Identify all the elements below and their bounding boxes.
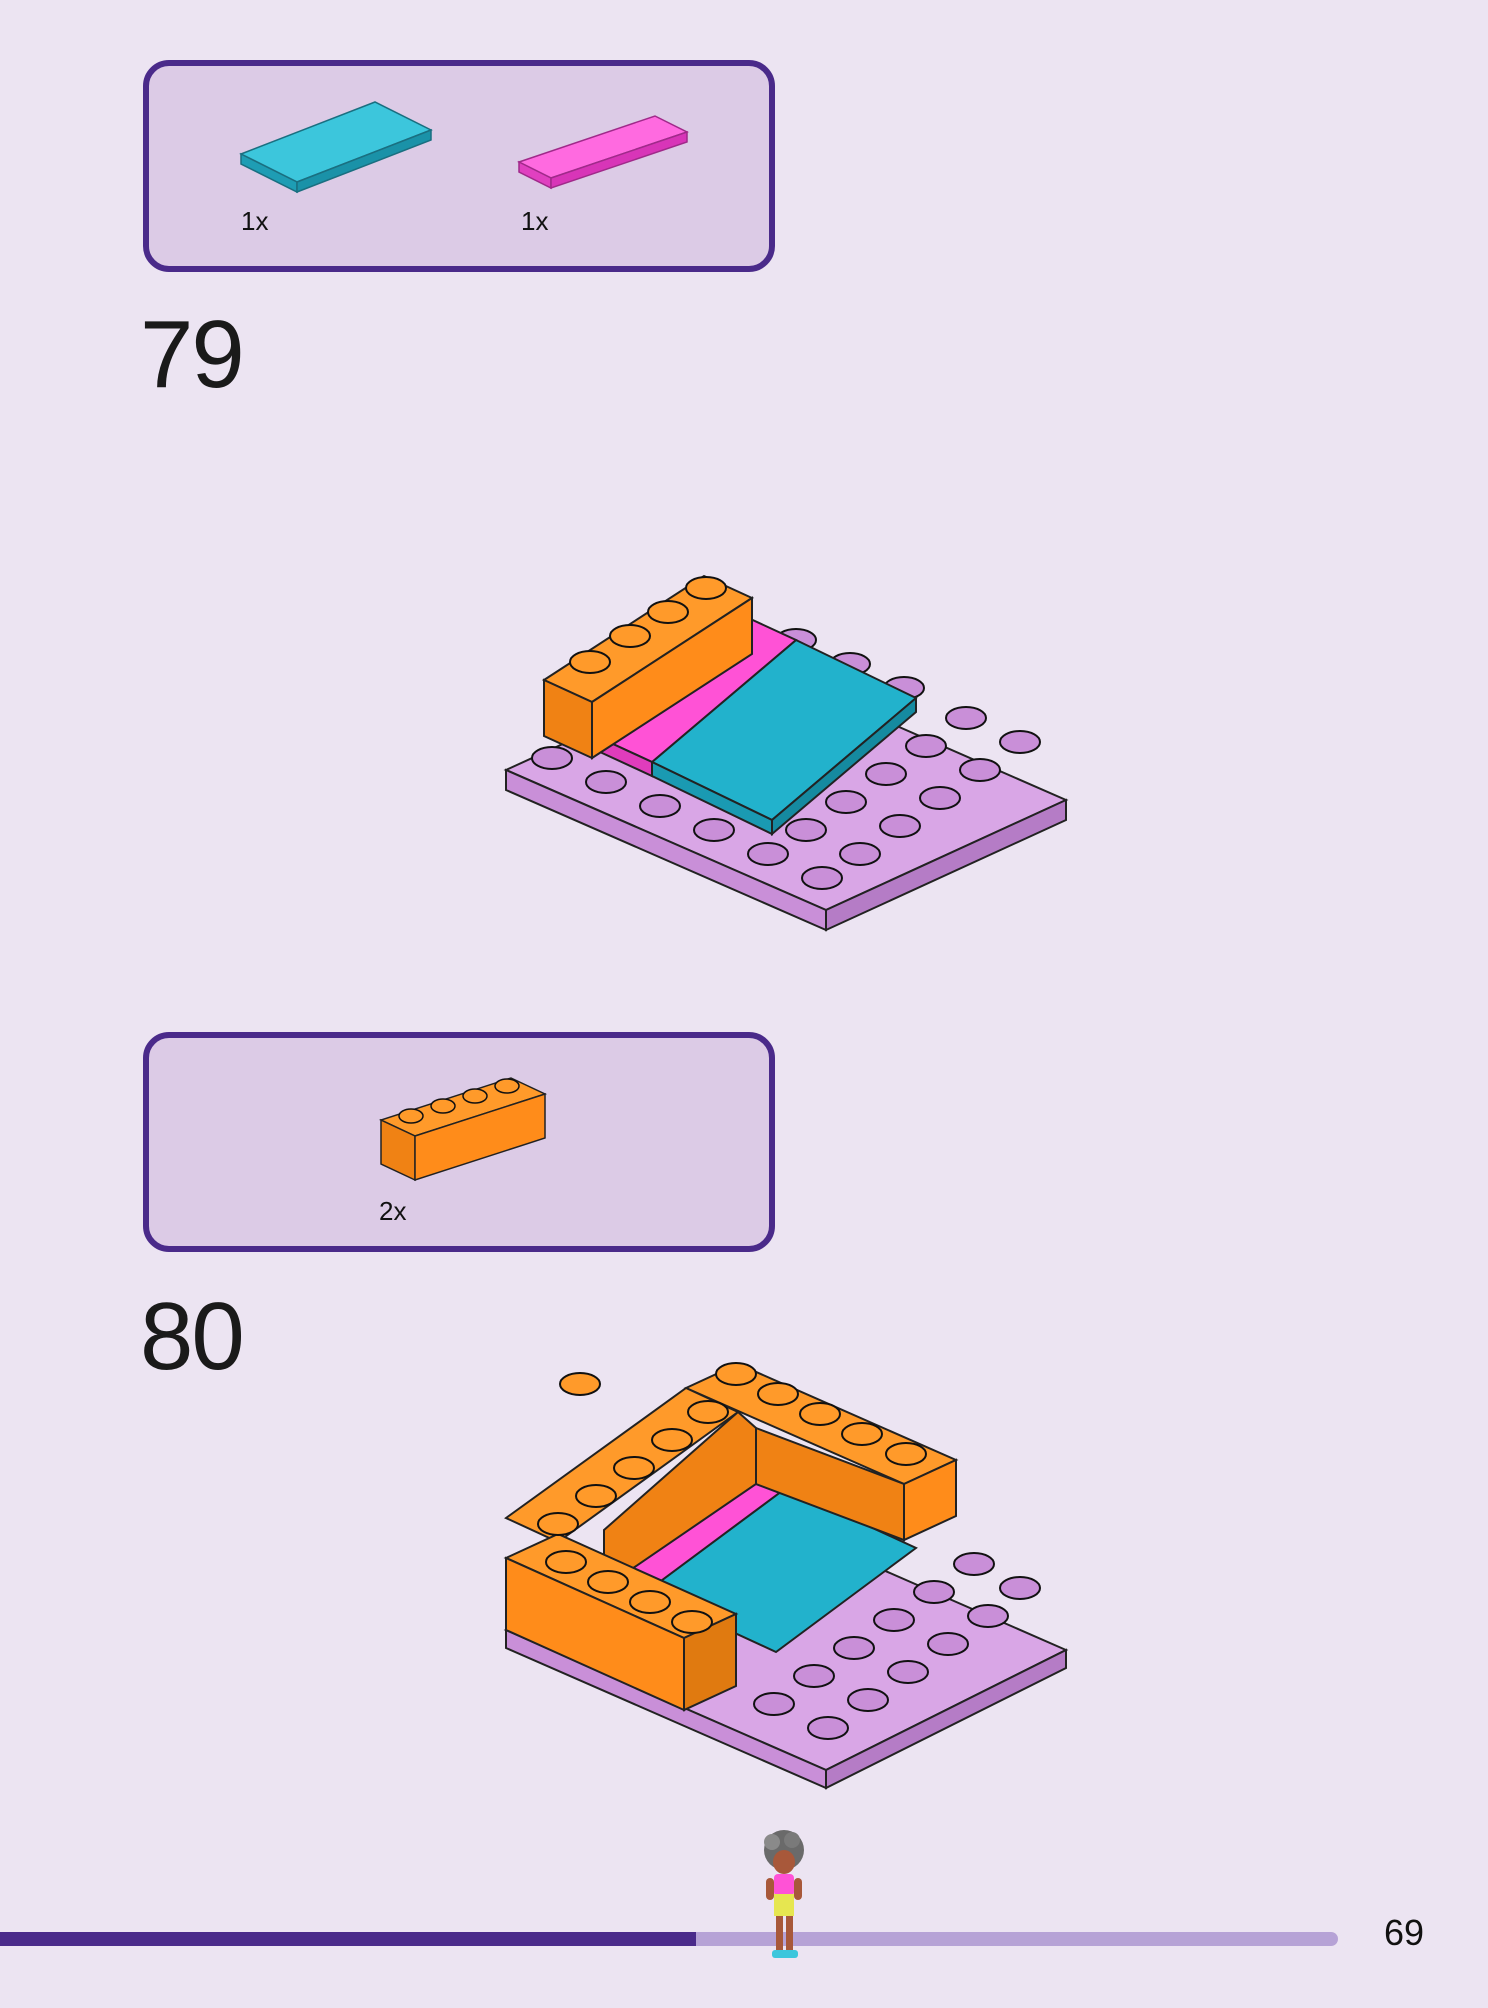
- step-80-model: [503, 1362, 1069, 1790]
- step-number-79: 79: [140, 301, 245, 408]
- parts-callout-step-80: 2x: [143, 1032, 775, 1252]
- progress-bar-fill: [0, 1932, 696, 1946]
- pink-tile-qty: 1x: [521, 206, 549, 236]
- azure-tile-qty: 1x: [241, 206, 269, 236]
- page-number: 69: [1384, 1912, 1425, 1953]
- minidoll-figure: [764, 1830, 804, 1958]
- orange-brick-qty: 2x: [379, 1196, 407, 1226]
- step-number-80: 80: [140, 1283, 245, 1390]
- pink-tile-part: [517, 115, 689, 190]
- step-79-model: [503, 574, 1069, 932]
- azure-tile-part: [239, 101, 433, 194]
- progress-bar: [0, 1932, 1338, 1946]
- parts-callout-step-79: 1x 1x: [143, 60, 775, 272]
- orange-brick-part: [378, 1077, 548, 1182]
